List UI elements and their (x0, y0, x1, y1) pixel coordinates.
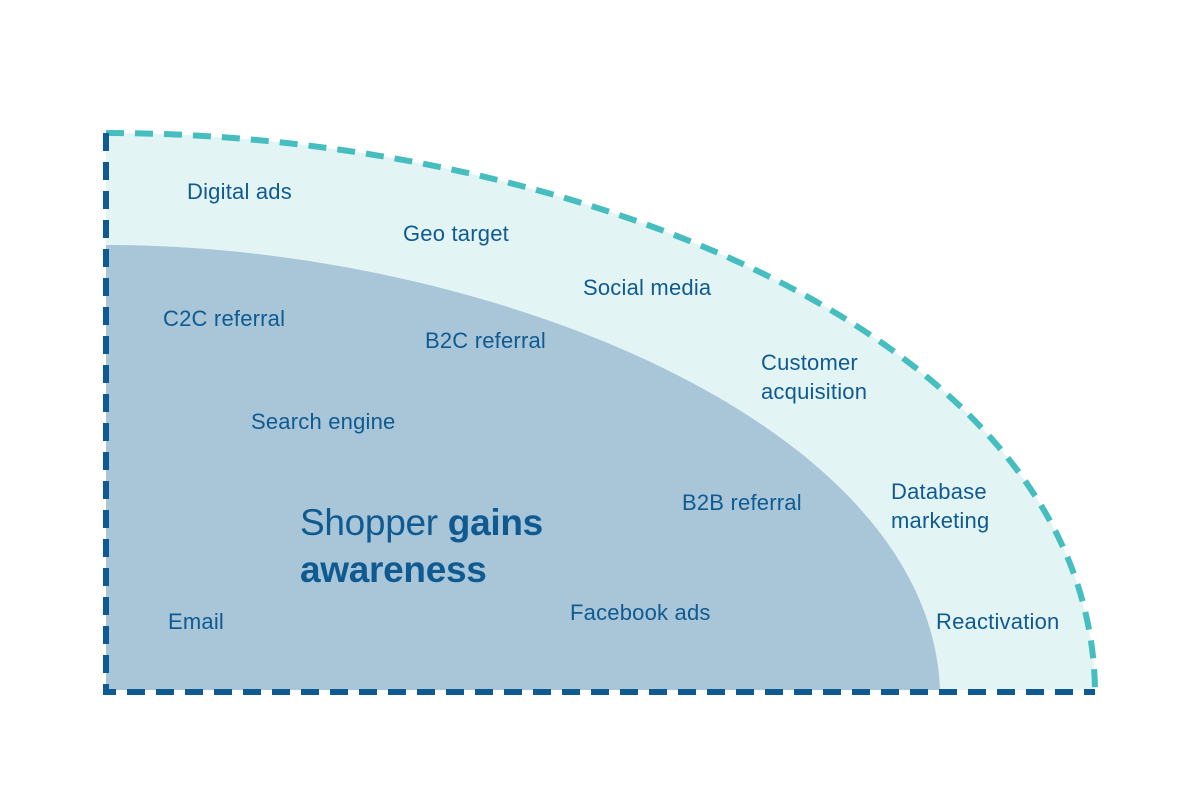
label-facebook-ads: Facebook ads (570, 600, 711, 625)
label-b2c-referral: B2C referral (425, 328, 546, 353)
label-b2b-referral: B2B referral (682, 490, 802, 515)
title-bold-text-awareness: awareness (300, 549, 487, 590)
label-customer-acquisition: Customer acquisition (761, 350, 868, 404)
title-light-text: Shopper (300, 502, 448, 543)
inner-core-region (106, 245, 940, 690)
axis-dashed-frame (103, 133, 1095, 695)
label-search-engine: Search engine (251, 409, 396, 434)
label-digital-ads: Digital ads (187, 179, 292, 204)
label-c2c-referral: C2C referral (163, 306, 286, 331)
outer-dashed-arc (105, 130, 1098, 691)
label-database-marketing: Database marketing (891, 479, 990, 533)
label-reactivation: Reactivation (936, 609, 1060, 634)
label-geo-target: Geo target (403, 221, 509, 246)
title-bold-text-gains: gains (447, 502, 543, 543)
label-social-media: Social media (583, 275, 712, 300)
diagram-title: Shopper gains awareness (300, 499, 543, 593)
label-email: Email (168, 609, 225, 634)
